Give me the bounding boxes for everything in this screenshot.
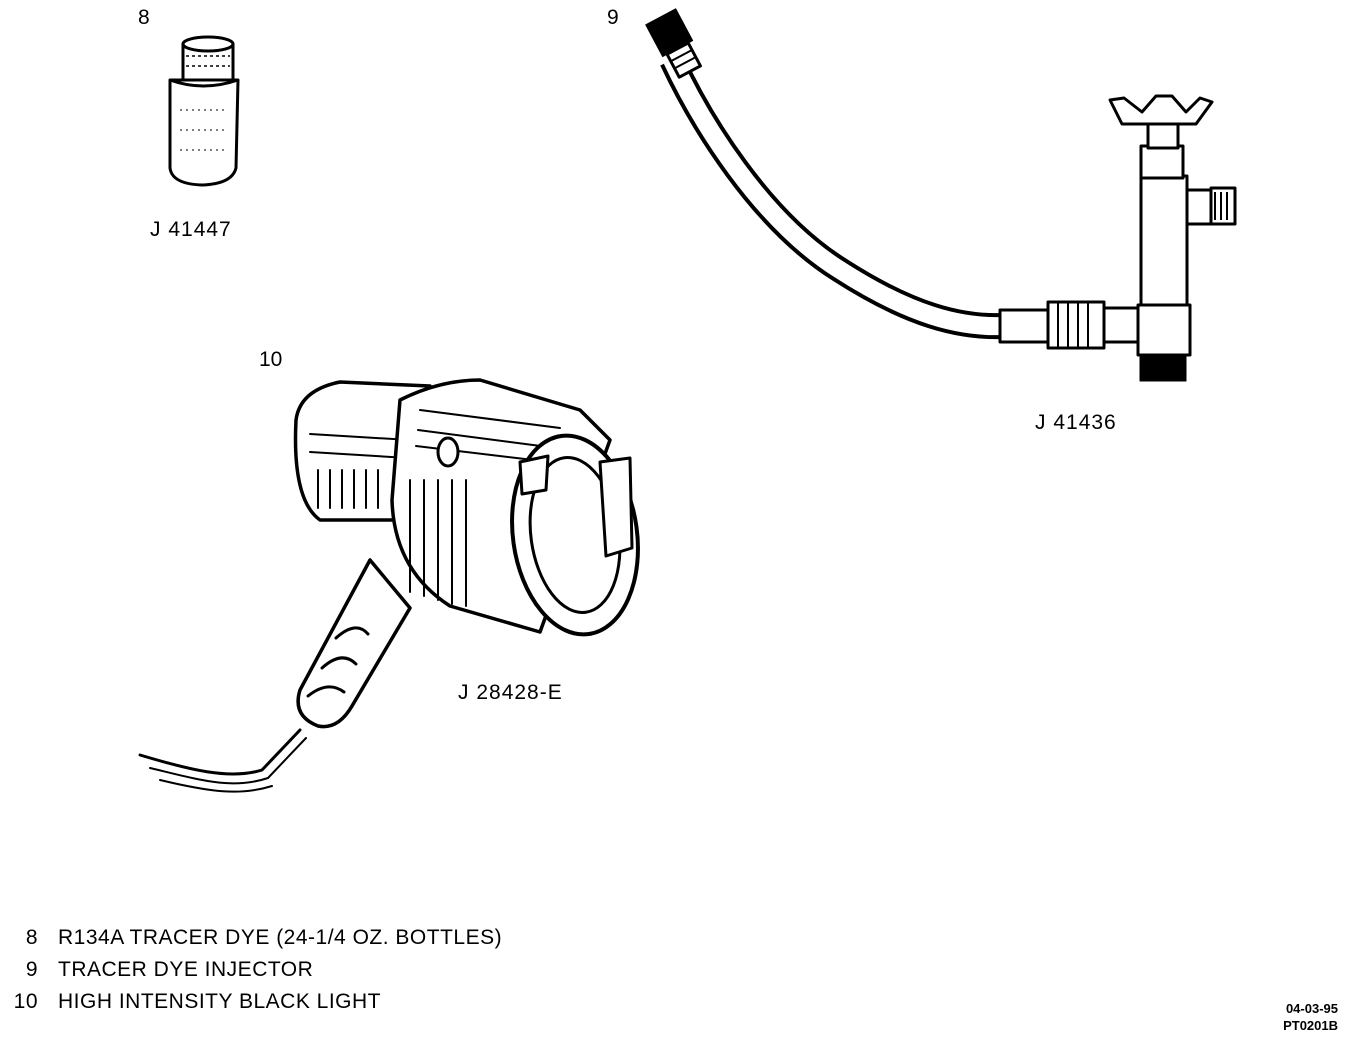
legend-number: 10 xyxy=(13,990,38,1013)
dye-bottle-drawing xyxy=(170,37,238,185)
part-number-light: J 28428-E xyxy=(458,681,563,704)
legend-text: TRACER DYE INJECTOR xyxy=(58,958,314,981)
part-number-injector: J 41436 xyxy=(1035,411,1117,434)
callout-item-9: 9 xyxy=(607,6,619,29)
callout-item-10: 10 xyxy=(259,348,283,371)
dye-injector-drawing xyxy=(646,9,1235,381)
figure-date: 04-03-95 xyxy=(1285,1001,1338,1016)
black-light-drawing xyxy=(140,380,650,792)
legend-number: 8 xyxy=(25,926,38,949)
legend-text: R134A TRACER DYE (24-1/4 OZ. BOTTLES) xyxy=(58,926,503,949)
callout-item-8: 8 xyxy=(138,6,150,29)
part-number-bottle: J 41447 xyxy=(150,218,232,241)
legend-number: 9 xyxy=(25,958,38,981)
figure-stamp: 04-03-95 PT0201B xyxy=(1283,1000,1338,1034)
legend-text: HIGH INTENSITY BLACK LIGHT xyxy=(58,990,382,1013)
figure-id: PT0201B xyxy=(1283,1018,1338,1033)
